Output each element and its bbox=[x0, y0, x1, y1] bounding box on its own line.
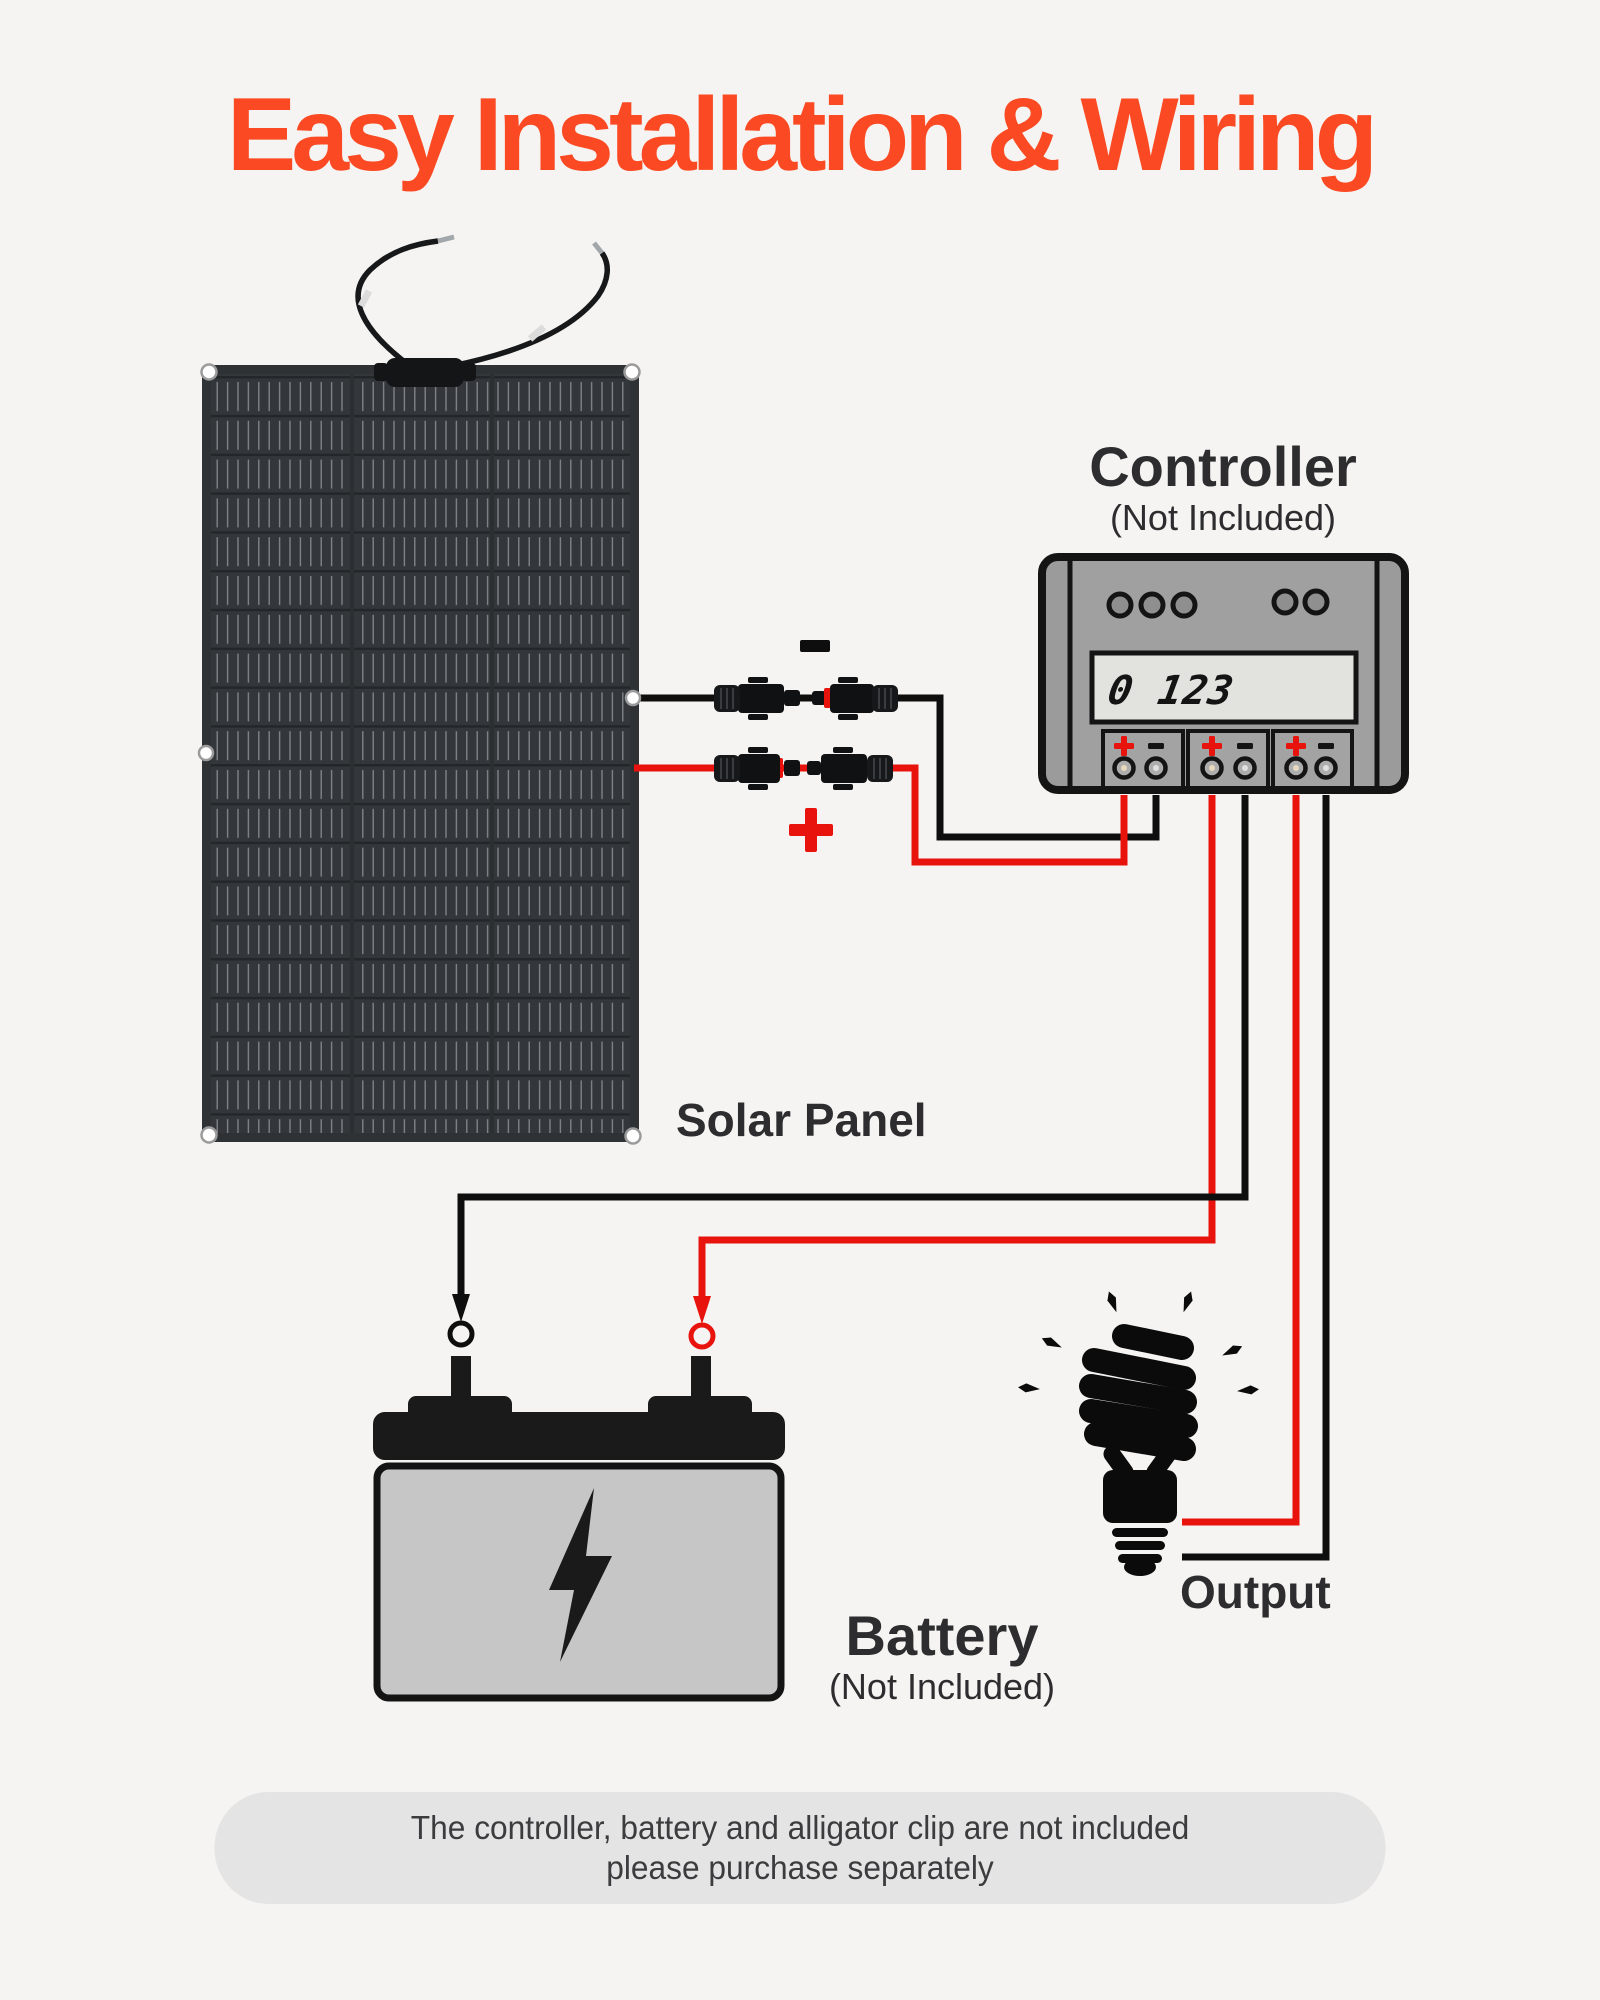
terminal-screw-pin bbox=[1242, 765, 1248, 771]
grommet-icon bbox=[200, 363, 218, 381]
positive-symbol bbox=[789, 808, 833, 852]
grommet-icon bbox=[200, 1126, 218, 1144]
terminal-plus-symbol bbox=[1209, 736, 1215, 756]
solar-panel-label: Solar Panel bbox=[676, 1094, 927, 1146]
wire-output-positive bbox=[1182, 795, 1300, 1526]
grommet-icon bbox=[624, 1127, 642, 1145]
disclaimer-note: The controller, battery and alligator cl… bbox=[214, 1792, 1386, 1904]
terminal-screw-pin bbox=[1121, 765, 1127, 771]
battery-device bbox=[373, 1356, 785, 1702]
solar-panel bbox=[197, 363, 642, 1145]
shine-sparkles bbox=[1018, 1291, 1259, 1395]
terminal-screw-pin bbox=[1209, 765, 1215, 771]
battery-sublabel: (Not Included) bbox=[828, 1666, 1056, 1708]
terminal-minus-symbol bbox=[1318, 743, 1334, 749]
junction-box-lug bbox=[462, 363, 476, 381]
junction-wire-right bbox=[451, 251, 610, 369]
battery-top-cover bbox=[373, 1412, 785, 1460]
terminal-minus-symbol bbox=[1148, 743, 1164, 749]
led-indicator-icon bbox=[1106, 591, 1134, 619]
wire-band bbox=[527, 324, 547, 342]
bulb-thread bbox=[1115, 1541, 1165, 1550]
terminal-screw-pin bbox=[1323, 765, 1329, 771]
terminal-block-battery bbox=[1186, 729, 1270, 790]
wire-battery-negative bbox=[457, 795, 1249, 1298]
grommet-icon bbox=[623, 363, 641, 381]
junction-wire-left-tip bbox=[437, 234, 455, 244]
terminal-screw-pin bbox=[1153, 765, 1159, 771]
wire-battery-positive bbox=[698, 795, 1216, 1300]
bulb-thread bbox=[1112, 1528, 1168, 1537]
page-title: Easy Installation & Wiring bbox=[226, 77, 1378, 193]
controller-label: Controller bbox=[1089, 435, 1357, 498]
disclaimer-line-2: please purchase separately bbox=[606, 1849, 994, 1886]
grommet-icon bbox=[197, 744, 215, 762]
controller-lcd bbox=[1089, 650, 1359, 725]
solar-panel-cells bbox=[211, 374, 630, 1133]
battery-label: Battery bbox=[845, 1604, 1039, 1667]
wire-output-negative bbox=[1182, 795, 1330, 1561]
terminal-block-load bbox=[1271, 729, 1354, 790]
terminal-screw-pin bbox=[1293, 765, 1299, 771]
led-indicator-icon bbox=[1302, 588, 1330, 616]
mc4-connector-negative-female bbox=[812, 677, 898, 720]
terminal-plus-symbol bbox=[1121, 736, 1127, 756]
led-indicator-icon bbox=[1138, 591, 1166, 619]
battery-post-positive bbox=[691, 1356, 711, 1400]
led-indicator-icon bbox=[1170, 591, 1198, 619]
bulb-tip bbox=[1124, 1558, 1156, 1576]
arrowhead-negative bbox=[452, 1294, 470, 1322]
output-label: Output bbox=[1180, 1566, 1331, 1618]
wire-band bbox=[357, 289, 373, 308]
terminal-block-solar bbox=[1101, 729, 1185, 790]
bulb-base bbox=[1103, 1470, 1177, 1523]
controller-device: 0 123 bbox=[1038, 553, 1409, 794]
controller-sublabel: (Not Included) bbox=[1109, 497, 1337, 539]
ring-terminal-positive bbox=[688, 1322, 716, 1350]
cfl-bulb-icon bbox=[1018, 1291, 1259, 1576]
junction-box-body bbox=[386, 358, 464, 387]
junction-box-lug bbox=[374, 363, 388, 381]
mc4-connector-positive-female bbox=[807, 747, 893, 790]
lcd-readout: 0 123 bbox=[1104, 667, 1238, 714]
negative-symbol bbox=[800, 640, 830, 652]
terminal-plus-symbol bbox=[1293, 736, 1299, 756]
lightning-bolt-icon bbox=[549, 1488, 612, 1662]
grommet-icon bbox=[624, 689, 642, 707]
terminal-minus-symbol bbox=[1237, 743, 1253, 749]
battery-label-group: Battery (Not Included) bbox=[772, 1604, 1112, 1708]
arrowhead-positive bbox=[693, 1296, 711, 1324]
junction-wire-left bbox=[355, 238, 439, 369]
battery-post-negative bbox=[451, 1356, 471, 1400]
mc4-connector-positive-male bbox=[714, 747, 800, 790]
controller-label-group: Controller (Not Included) bbox=[1042, 435, 1404, 539]
disclaimer-line-1: The controller, battery and alligator cl… bbox=[410, 1809, 1190, 1846]
junction-box bbox=[355, 234, 610, 387]
junction-wire-right-tip bbox=[592, 241, 604, 255]
ring-terminal-negative bbox=[447, 1320, 475, 1348]
mc4-connector-negative-male bbox=[714, 677, 800, 720]
led-indicator-icon bbox=[1271, 588, 1299, 616]
